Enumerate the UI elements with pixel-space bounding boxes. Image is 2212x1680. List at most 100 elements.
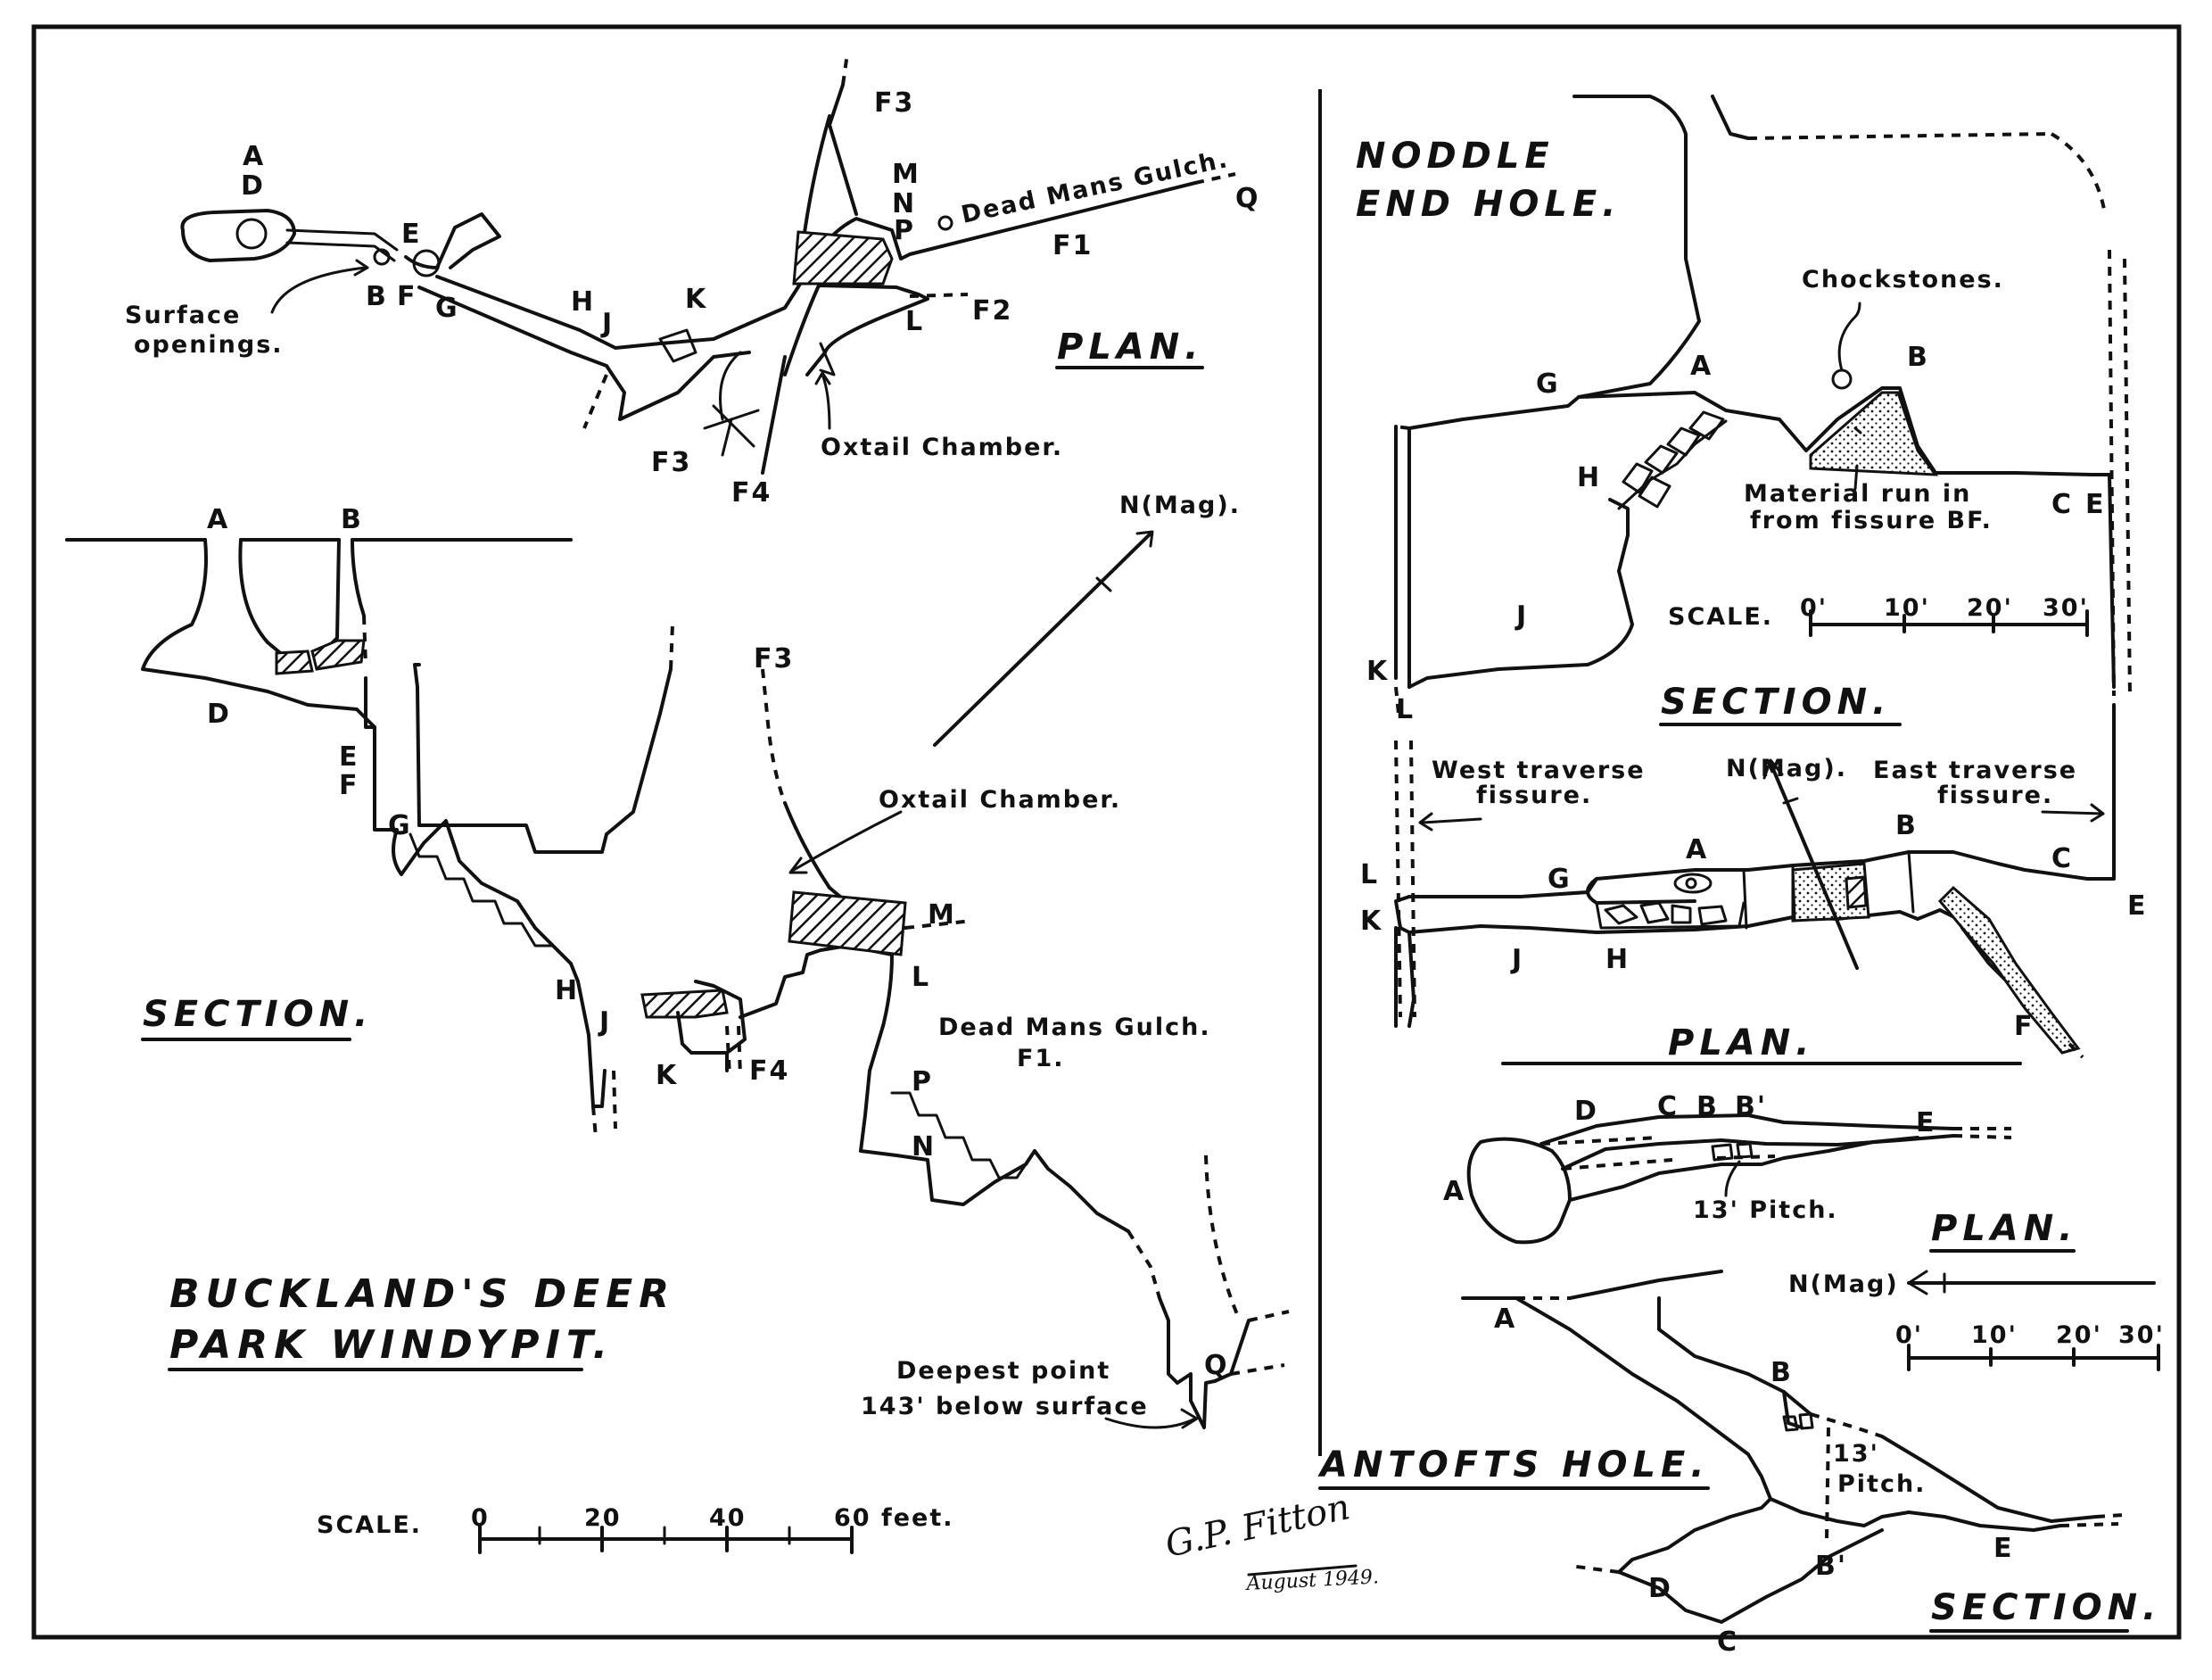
noddle-plan-heading: PLAN. — [1668, 1022, 1814, 1063]
antofts-plan-heading: PLAN. — [1931, 1208, 2077, 1249]
antofts-plan-point-d: D — [1574, 1096, 1598, 1127]
noddle-plan-point-b: B — [1895, 810, 1918, 841]
section-point-n: N — [912, 1131, 936, 1163]
noddle-section-point-j: J — [1515, 600, 1528, 632]
plan-point-p: P — [894, 215, 915, 246]
buckland-scale-label: SCALE. — [317, 1511, 422, 1539]
plan-point-g: G — [435, 293, 459, 324]
noddle-section-point-b: B — [1907, 342, 1929, 373]
dead-mans-gulch-plan-note: Dead Mans Gulch. — [959, 145, 1231, 229]
noddle-plan-point-a: A — [1686, 834, 1708, 865]
north-arrow-noddle — [1769, 761, 1859, 970]
plan-point-d: D — [241, 170, 265, 202]
surveyor-signature: G.P. Fitton August 1949. — [1162, 1486, 1380, 1595]
oxtail-chamber-plan-note: Oxtail Chamber. — [821, 434, 1063, 461]
antofts-plan-point-a: A — [1443, 1176, 1465, 1207]
noddle-scale-0: 0' — [1800, 594, 1828, 622]
noddle-plan-point-l: L — [1360, 859, 1379, 890]
antofts-section-pitch-2: Pitch. — [1837, 1470, 1926, 1498]
plan-fissure-f4: F4 — [731, 477, 772, 509]
buckland-title: BUCKLAND'S DEER — [169, 1271, 675, 1317]
antofts-section-point-c: C — [1717, 1626, 1738, 1658]
plan-fissure-f1: F1 — [1052, 230, 1093, 261]
sheet-border — [31, 24, 2182, 1640]
noddle-section-point-h: H — [1577, 462, 1601, 493]
section-point-l: L — [912, 962, 930, 993]
noddle-scale-10: 10' — [1884, 594, 1930, 622]
section-point-k: K — [656, 1060, 678, 1091]
material-note-2: from fissure BF. — [1750, 507, 1993, 534]
antofts-title: ANTOFTS HOLE. — [1317, 1444, 1710, 1486]
buckland-plan-heading: PLAN. — [1057, 327, 1203, 368]
section-point-j: J — [598, 1006, 611, 1038]
section-point-q: Q — [1204, 1350, 1229, 1381]
noddle-title: NODDLE — [1356, 136, 1555, 177]
noddle-scale-label: SCALE. — [1668, 603, 1773, 631]
section-fissure-f4: F4 — [749, 1055, 789, 1087]
section-point-f: F — [339, 770, 359, 801]
buckland-section: A B D E F G H J K F3 F4 M L P N Q Oxtail… — [65, 504, 1290, 1554]
noddle-plan-point-j: J — [1510, 944, 1523, 975]
antofts-section-point-d: D — [1648, 1573, 1672, 1604]
antofts-section-point-e: E — [1993, 1533, 2014, 1564]
plan-fissure-f3-top: F3 — [874, 87, 914, 119]
noddle-plan-point-k: K — [1360, 906, 1382, 937]
north-arrow-buckland — [933, 532, 1152, 747]
west-traverse-note-2: fissure. — [1476, 782, 1592, 809]
plan-point-n: N — [892, 188, 916, 219]
noddle-section: NODDLE END HOLE. Chockstones. Material r… — [1356, 95, 2132, 726]
plan-fissure-f2: F2 — [972, 295, 1012, 327]
plan-point-l: L — [905, 306, 924, 337]
antofts-section: A B E D C B' 13' Pitch. ANTOFTS HOLE. SE… — [1317, 1270, 2156, 1658]
plan-fissure-f3-bottom: F3 — [651, 447, 691, 478]
antofts-plan-point-e: E — [1916, 1107, 1936, 1138]
section-fissure-f3: F3 — [754, 643, 794, 674]
west-traverse-note: West traverse — [1432, 757, 1646, 784]
antofts-scale-0: 0' — [1895, 1321, 1923, 1349]
noddle-section-heading: SECTION. — [1661, 682, 1891, 723]
noddle-section-point-l: L — [1396, 694, 1415, 725]
plan-point-m: M — [892, 159, 920, 190]
buckland-scale-20: 20 — [584, 1504, 622, 1532]
buckland-title-2: PARK WINDYPIT. — [169, 1322, 614, 1368]
section-point-b: B — [341, 504, 363, 535]
noddle-plan-point-g: G — [1548, 864, 1572, 895]
material-note: Material run in — [1744, 480, 1971, 508]
buckland-scale-40: 40 — [709, 1504, 747, 1532]
antofts-plan-point-b: B — [1696, 1091, 1719, 1122]
north-label-buckland: N(Mag). — [1119, 492, 1241, 519]
north-label-noddle: N(Mag). — [1726, 755, 1847, 782]
antofts-scale-10: 10' — [1971, 1321, 2018, 1349]
noddle-section-point-a: A — [1690, 351, 1713, 382]
noddle-scale-30: 30' — [2043, 594, 2089, 622]
noddle-plan-point-h: H — [1605, 944, 1630, 975]
noddle-scale-20: 20' — [1967, 594, 2013, 622]
antofts-section-point-b-prime: B' — [1815, 1551, 1847, 1582]
noddle-title-2: END HOLE. — [1356, 184, 1621, 225]
plan-point-k: K — [685, 284, 707, 315]
antofts-section-point-b: B — [1770, 1357, 1793, 1388]
noddle-section-point-g: G — [1536, 368, 1560, 400]
section-point-p: P — [912, 1066, 933, 1097]
surface-openings-note-2: openings. — [134, 331, 284, 359]
north-label-antofts: N(Mag) — [1788, 1270, 1899, 1298]
deepest-point-note: Deepest point — [896, 1357, 1110, 1385]
section-point-h: H — [555, 975, 579, 1006]
noddle-plan: N(Mag). West traverse fissure. East trav… — [1360, 703, 2146, 1065]
section-point-m: M — [928, 899, 956, 931]
dead-mans-gulch-section-note: Dead Mans Gulch. — [938, 1014, 1211, 1041]
section-point-e: E — [339, 741, 359, 773]
east-traverse-note-2: fissure. — [1937, 782, 2053, 809]
antofts-plan-point-b-prime: B' — [1735, 1091, 1767, 1122]
plan-point-j: J — [600, 308, 614, 339]
signature-name: G.P. Fitton — [1162, 1486, 1354, 1566]
buckland-scale-60: 60 feet. — [834, 1504, 954, 1532]
noddle-plan-point-f: F — [2014, 1011, 2035, 1042]
plan-point-q: Q — [1235, 183, 1260, 214]
section-point-d: D — [207, 699, 231, 730]
plan-point-e: E — [401, 219, 422, 250]
buckland-scale-0: 0 — [471, 1504, 490, 1532]
antofts-plan-pitch: 13' Pitch. — [1693, 1196, 1838, 1224]
noddle-section-point-c: C — [2051, 489, 2073, 520]
oxtail-chamber-section-note: Oxtail Chamber. — [879, 786, 1121, 814]
